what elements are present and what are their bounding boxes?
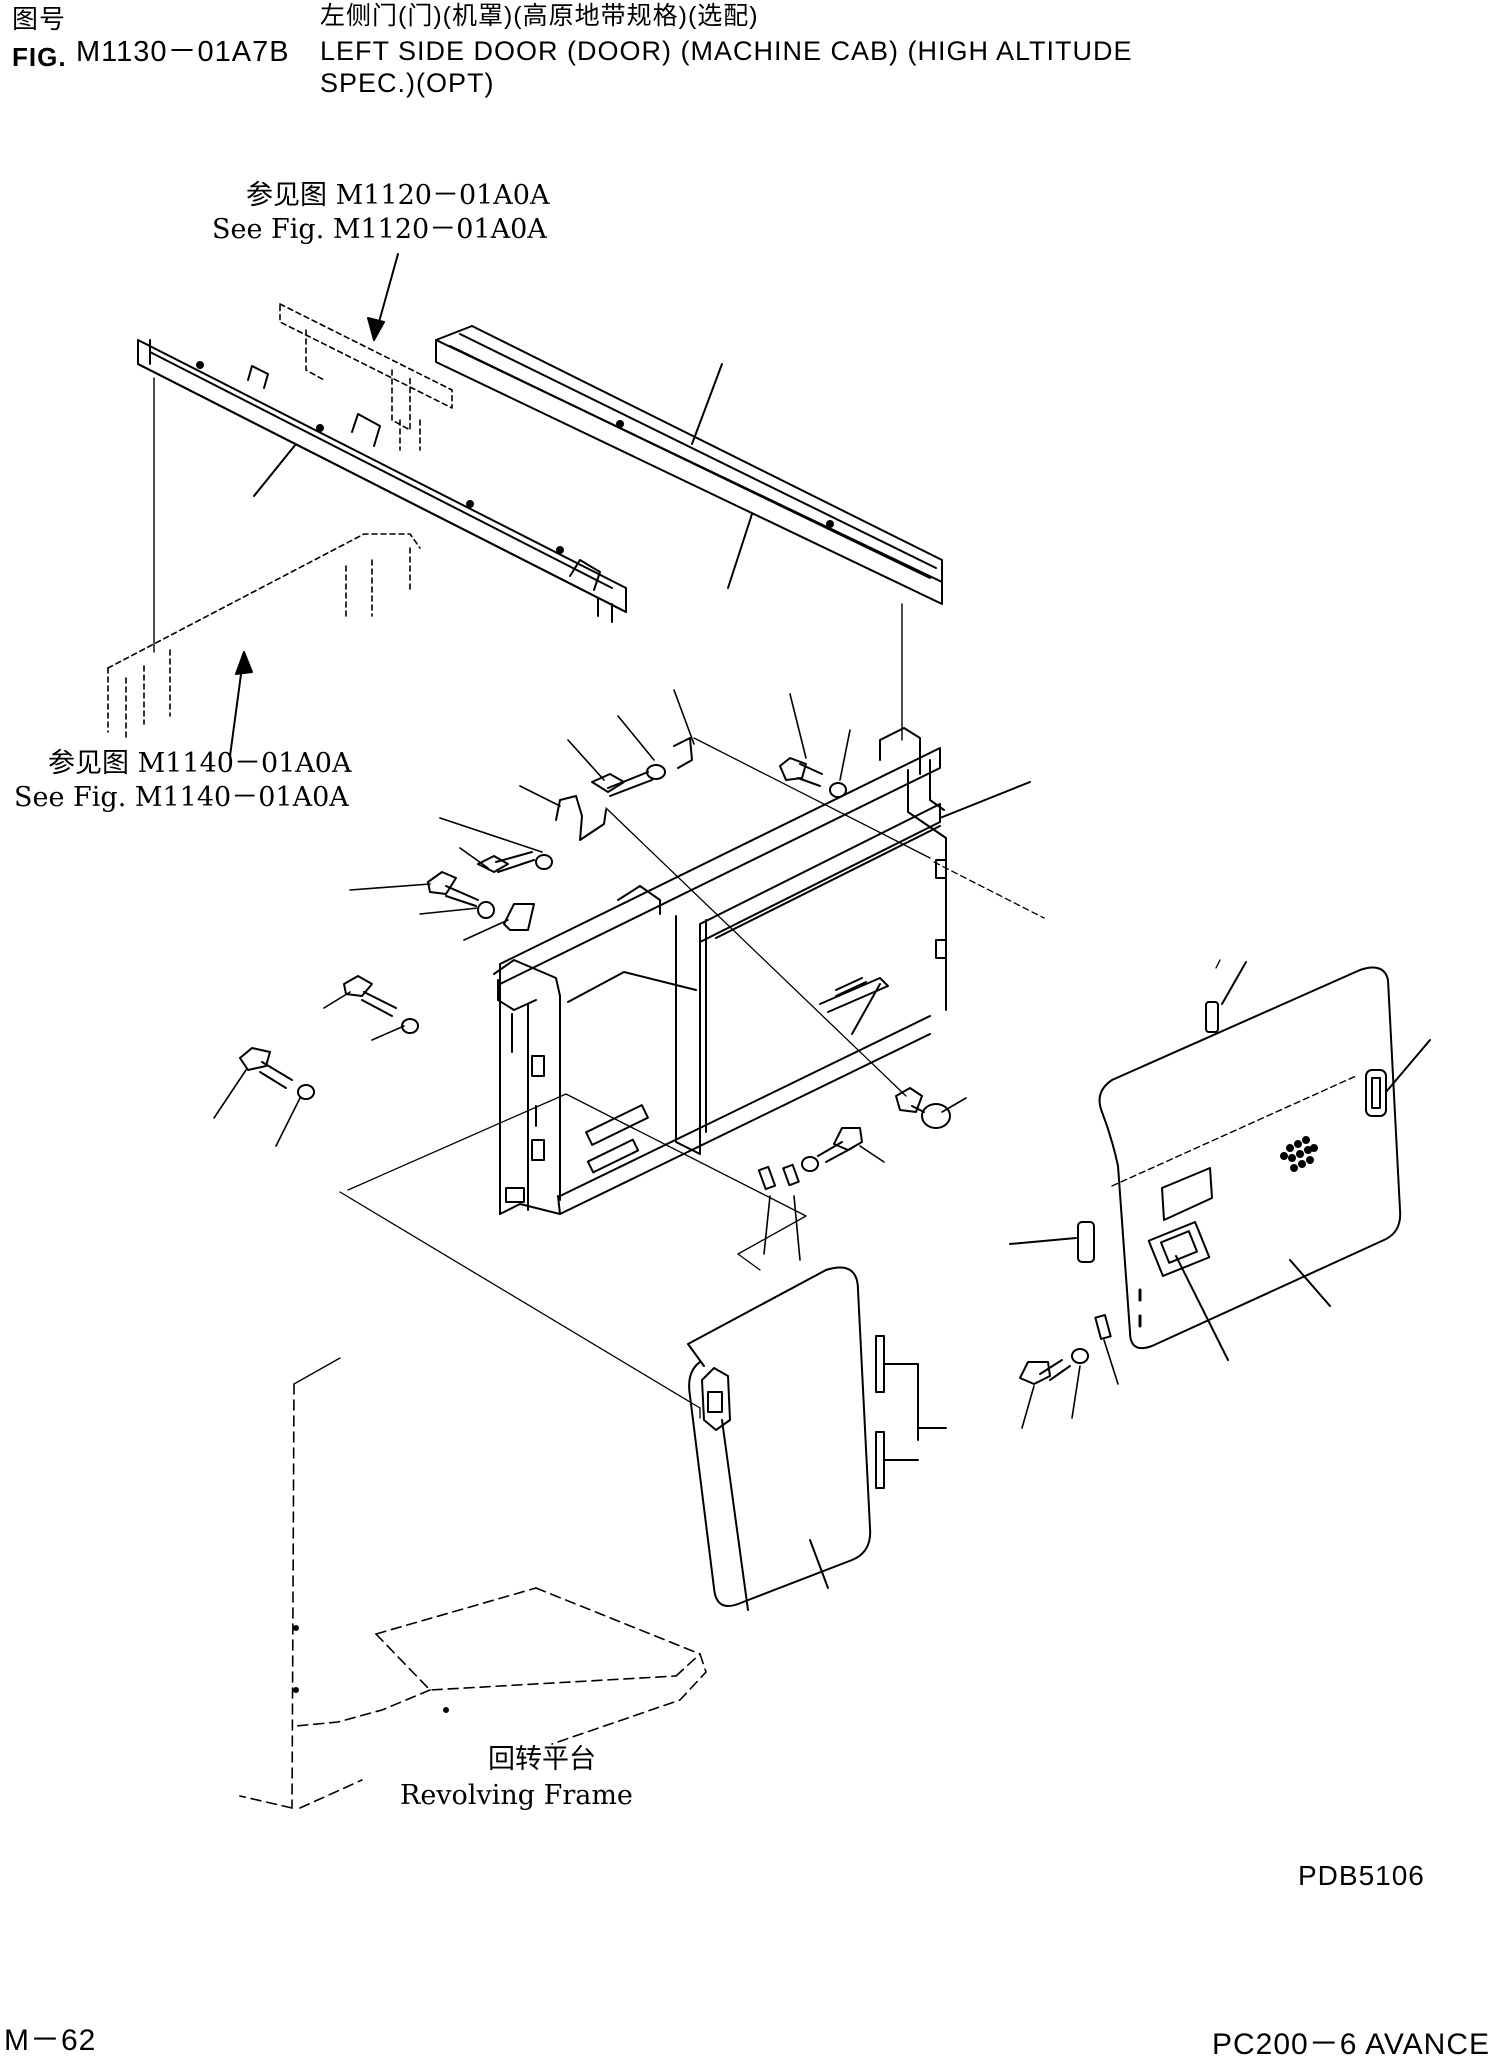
leader-hinge-plate — [852, 984, 880, 1034]
leader-door-frame — [940, 782, 1030, 818]
door-frame — [494, 728, 946, 1214]
page-number: M－62 — [4, 2024, 97, 2057]
title-en-line1: LEFT SIDE DOOR (DOOR) (MACHINE CAB) (HIG… — [320, 36, 1133, 66]
left-door-panel — [688, 1268, 946, 1607]
reference-m1140-en: See Fig. M1140－01A0A — [14, 782, 349, 813]
revolving-frame-outline — [240, 1384, 706, 1808]
rear-frame-reference — [108, 534, 420, 740]
fig-label-cn: 图号 — [12, 4, 67, 34]
right-door-panel — [1100, 968, 1401, 1349]
reference-m1120-en: See Fig. M1120－01A0A — [212, 214, 547, 245]
drawing-code: PDB5106 — [1298, 1860, 1425, 1891]
leader-striker — [1222, 962, 1246, 1004]
vent-grille — [1281, 1137, 1317, 1171]
leader-right-rail-bottom — [728, 514, 752, 588]
upper-bracket-reference — [280, 304, 452, 450]
revolving-frame-label-en: Revolving Frame — [400, 1780, 633, 1811]
leader-left-rail — [254, 444, 296, 496]
reference-m1140-cn: 参见图 M1140－01A0A — [48, 748, 352, 779]
fastener-bolts — [240, 738, 1111, 1384]
fastener-leaders — [214, 690, 1118, 1428]
reference-m1120-cn: 参见图 M1120－01A0A — [246, 180, 550, 211]
leader-left-door — [810, 1540, 828, 1588]
striker-plate — [1206, 1002, 1218, 1032]
fig-label-en: FIG. — [12, 42, 67, 72]
right-roof-rail — [436, 326, 942, 604]
leader-door-lock — [1176, 1256, 1228, 1360]
assembly-lines — [296, 738, 1220, 1418]
revolving-frame-label-cn: 回转平台 — [488, 1744, 596, 1775]
door-hinge-piece — [1078, 1222, 1094, 1262]
leader-left-door-latch — [722, 1420, 748, 1610]
leader-right-door — [1290, 1260, 1330, 1306]
leader-latch — [1386, 1040, 1430, 1092]
fig-number: M1130－01A7B — [76, 36, 290, 68]
leader-right-rail-top — [692, 364, 722, 444]
left-roof-rail — [138, 340, 626, 622]
model-name: PC200－6 AVANCE — [1212, 2028, 1489, 2061]
leader-right-hinge — [1010, 1238, 1076, 1244]
title-en-line2: SPEC.)(OPT) — [320, 68, 495, 98]
title-cn: 左侧门(门)(机罩)(高原地带规格)(选配) — [320, 2, 759, 30]
